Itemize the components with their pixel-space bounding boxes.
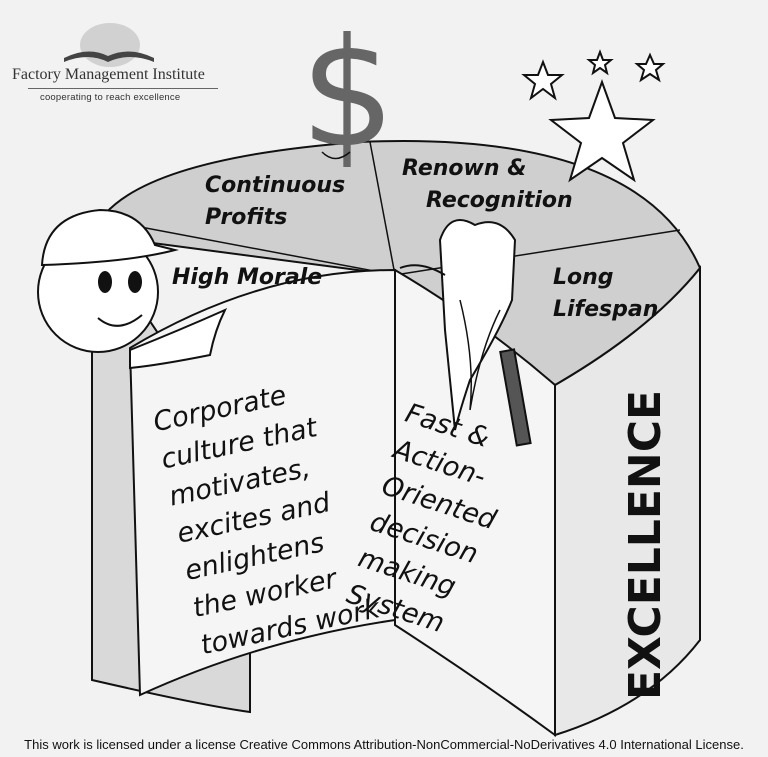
label-renown-recognition: Renown & Recognition <box>402 153 573 217</box>
stars-icon <box>521 49 666 183</box>
label-lifespan: Lifespan <box>553 297 659 322</box>
logo-tagline: cooperating to reach excellence <box>40 92 181 103</box>
label-renown: Renown & <box>402 156 527 181</box>
label-recognition: Recognition <box>426 188 573 213</box>
label-continuous: Continuous <box>205 173 346 198</box>
divider-1 <box>369 141 396 276</box>
divider-3 <box>129 224 396 276</box>
logo-divider <box>28 88 218 89</box>
dollar-icon: $ <box>300 7 395 181</box>
cake-top <box>90 140 702 387</box>
worker-character-icon <box>37 208 228 370</box>
logo-book-icon <box>64 23 154 67</box>
label-high-morale: High Morale <box>172 265 323 290</box>
label-profits: Profits <box>205 205 288 230</box>
label-continuous-profits: Continuous Profits <box>205 170 345 234</box>
logo-title: Factory Management Institute <box>12 66 205 83</box>
label-long: Long <box>553 265 614 290</box>
excellence-side-label: EXCELLENCE <box>620 390 671 700</box>
label-long-lifespan: Long Lifespan <box>553 262 658 326</box>
old-man-character-icon <box>399 219 532 447</box>
license-notice: This work is licensed under a license Cr… <box>24 737 744 752</box>
dollar-pointer-icon <box>321 151 351 160</box>
